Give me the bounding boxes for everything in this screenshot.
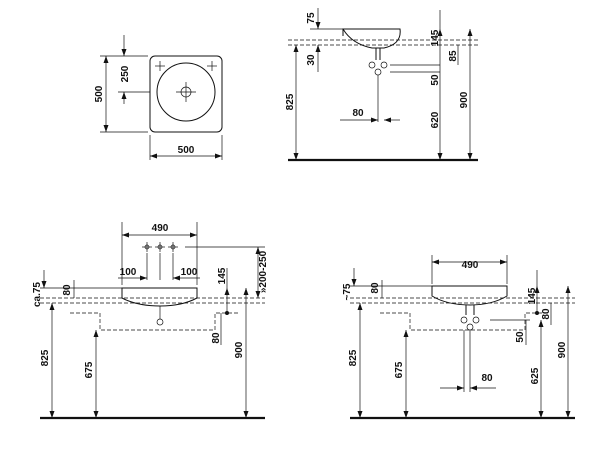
tap-center-icon [155,242,165,252]
tap-hole-right-icon [207,61,217,71]
top-view: 500 500 250 [94,35,223,160]
dim-900: 900 [459,91,470,108]
dim-85: 85 [448,50,459,62]
dim-80-bottom-right: 80 [481,373,493,384]
dim-145-right: 145 [527,287,538,304]
tap-right-icon [168,242,178,252]
dim-100-right: 100 [181,267,198,278]
valve-r1-icon [460,316,468,324]
valve-right-icon [380,61,388,69]
tap-left-icon [142,242,152,252]
dim-490-right: 490 [462,260,479,271]
dim-width-500: 500 [178,145,195,156]
dim-825-left: 825 [40,349,51,366]
trap-icon [374,68,382,76]
dim-75: 75 [306,12,317,24]
dim-675-right: 675 [394,361,405,378]
dim-75-right: ~75 [342,283,353,300]
front-view-right: 490 ~75 80 145 80 50 80 825 [342,255,575,420]
dim-30: 30 [306,54,317,66]
trap-right-icon [466,323,474,331]
front-view-left: 490 100 100 »200-250 145 80 ca.75 80 8 [32,222,269,420]
dim-50-right: 50 [515,331,526,343]
valve-r2-icon [472,316,480,324]
dim-900-right: 900 [557,341,568,358]
dim-ca75: ca.75 [32,282,43,307]
dim-145: 145 [430,29,441,46]
basin-front-right [431,285,508,306]
side-view: 825 75 30 80 145 50 620 85 900 [285,8,478,162]
dim-625-right: 625 [530,367,541,384]
dim-80: 80 [352,108,364,119]
dim-80-top-left: 80 [62,284,73,296]
basin-outline [149,55,223,133]
dim-100-left: 100 [120,267,137,278]
dim-center-250: 250 [120,65,131,82]
dim-900-left: 900 [234,341,245,358]
tap-hole-left-icon [155,61,165,71]
dim-200-250: »200-250 [258,250,269,293]
dim-80-right-left: 80 [211,332,222,344]
bowl-circle [156,62,216,122]
drain-left-icon [156,318,164,326]
dim-675-left: 675 [84,361,95,378]
dim-50: 50 [430,74,441,86]
dim-620: 620 [430,111,441,128]
basin-profile [342,28,401,49]
dim-825: 825 [285,93,296,110]
dim-825-right: 825 [348,349,359,366]
dim-490-left: 490 [152,223,169,234]
dim-80-top-right: 80 [370,282,381,294]
dim-145-left: 145 [217,267,228,284]
valve-left-icon [368,61,376,69]
dim-80-right-right: 80 [541,308,552,320]
dim-depth-500: 500 [94,85,105,102]
